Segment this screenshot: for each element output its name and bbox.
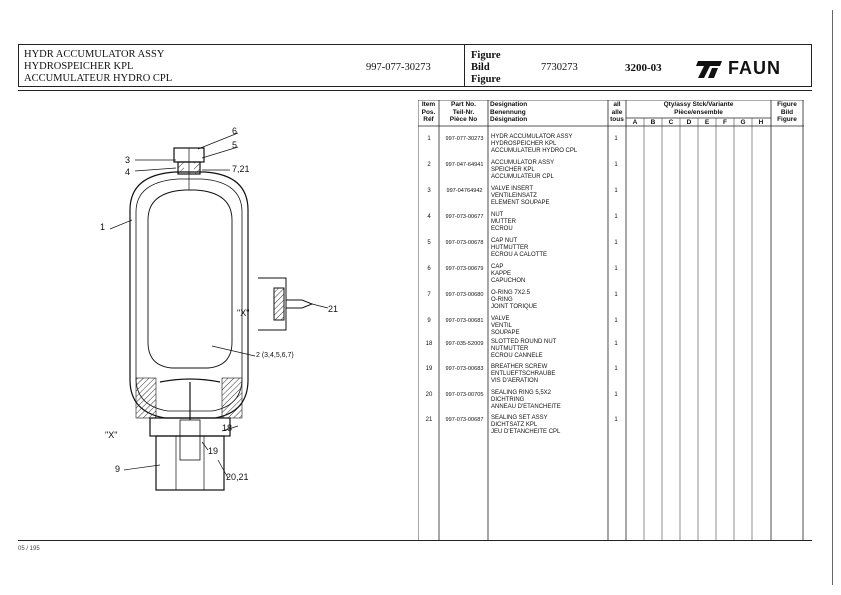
row-6-qty: 1 bbox=[614, 266, 618, 272]
header-part-number: 997-077-30273 bbox=[366, 62, 431, 73]
variant-col-g: G bbox=[740, 118, 746, 126]
row-5-part: 997-073-00678 bbox=[445, 240, 484, 246]
row-7-part: 997-073-00680 bbox=[445, 292, 484, 298]
row-2-part: 997-047-64941 bbox=[445, 162, 484, 168]
row-7-qty: 1 bbox=[614, 292, 618, 298]
row-12-item: 21 bbox=[425, 417, 433, 423]
variant-col-f: F bbox=[723, 118, 727, 126]
faun-logo-text: FAUN bbox=[728, 58, 781, 78]
title-en: HYDR ACCUMULATOR ASSY bbox=[24, 49, 165, 60]
callout-18: 18 bbox=[222, 423, 233, 433]
row-1-part: 997-077-30273 bbox=[445, 136, 484, 142]
row-10-part: 997-073-00683 bbox=[445, 366, 484, 372]
variant-col-c: C bbox=[668, 118, 674, 126]
callout-2: 2 (3,4,5,6,7) bbox=[256, 352, 294, 359]
callout-21: 21 bbox=[328, 304, 339, 314]
row-3-item: 3 bbox=[427, 188, 431, 194]
callout-19: 19 bbox=[208, 446, 219, 456]
row-2-item: 2 bbox=[427, 162, 431, 168]
variant-col-b: B bbox=[650, 118, 656, 126]
header-divider bbox=[464, 44, 465, 87]
parts-table-grid bbox=[418, 100, 804, 540]
row-3-part: 997-04764942 bbox=[446, 188, 483, 194]
row-9-item: 18 bbox=[425, 341, 433, 347]
row-12-part: 997-073-00687 bbox=[445, 417, 484, 423]
col-header-part: Part No.Teil-Nr.Pièce No bbox=[449, 101, 478, 123]
row-1-item: 1 bbox=[427, 136, 431, 142]
variant-col-e: E bbox=[704, 118, 710, 126]
header-top-border bbox=[18, 44, 812, 45]
callout-20-21: 20,21 bbox=[226, 472, 249, 482]
row-9-part: 997-035-52009 bbox=[445, 341, 484, 347]
variant-col-h: H bbox=[758, 118, 764, 126]
row-6-item: 6 bbox=[427, 266, 431, 272]
row-4-qty: 1 bbox=[614, 214, 618, 220]
scan-edge-line bbox=[832, 10, 833, 585]
figure-label-fr: Figure bbox=[471, 74, 501, 85]
header-left-border bbox=[18, 44, 19, 87]
row-8-part: 997-073-00681 bbox=[445, 318, 484, 324]
header-bottom-border bbox=[18, 86, 812, 87]
callout-x-section: "X" bbox=[105, 430, 118, 440]
figure-label-en: Figure bbox=[471, 50, 501, 61]
group-number: 3200-03 bbox=[625, 62, 662, 74]
title-fr: ACCUMULATEUR HYDRO CPL bbox=[24, 73, 173, 84]
figure-label-de: Bild bbox=[471, 62, 490, 73]
row-12-qty: 1 bbox=[614, 417, 618, 423]
variant-col-a: A bbox=[632, 118, 638, 126]
row-8-qty: 1 bbox=[614, 318, 618, 324]
row-5-qty: 1 bbox=[614, 240, 618, 246]
header-right-border bbox=[811, 44, 812, 87]
row-8-item: 9 bbox=[427, 318, 431, 324]
header-rule bbox=[18, 90, 812, 91]
callout-3: 3 bbox=[125, 155, 131, 165]
faun-logo-icon bbox=[696, 57, 724, 79]
row-3-qty: 1 bbox=[614, 188, 618, 194]
row-4-part: 997-073-00677 bbox=[445, 214, 484, 220]
row-5-item: 5 bbox=[427, 240, 431, 246]
title-de: HYDROSPEICHER KPL bbox=[24, 61, 134, 72]
callout-4: 4 bbox=[125, 167, 131, 177]
row-11-item: 20 bbox=[425, 392, 433, 398]
footer-rule bbox=[18, 540, 812, 541]
variant-col-d: D bbox=[686, 118, 692, 126]
bild-number: 7730273 bbox=[541, 62, 578, 73]
callout-5: 5 bbox=[232, 140, 238, 150]
row-7-item: 7 bbox=[427, 292, 431, 298]
row-11-part: 997-073-00705 bbox=[445, 392, 484, 398]
row-6-part: 997-073-00679 bbox=[445, 266, 484, 272]
row-11-qty: 1 bbox=[614, 392, 618, 398]
callout-7-21: 7,21 bbox=[232, 164, 250, 174]
row-10-item: 19 bbox=[425, 366, 433, 372]
callout-9: 9 bbox=[115, 464, 121, 474]
row-10-qty: 1 bbox=[614, 366, 618, 372]
row-2-qty: 1 bbox=[614, 162, 618, 168]
row-1-qty: 1 bbox=[614, 136, 618, 142]
row-4-item: 4 bbox=[427, 214, 431, 220]
row-9-qty: 1 bbox=[614, 341, 618, 347]
callout-6: 6 bbox=[232, 126, 238, 136]
accumulator-drawing bbox=[90, 120, 350, 500]
page-footer: 05 / 195 bbox=[18, 546, 40, 552]
callout-1: 1 bbox=[100, 222, 106, 232]
callout-x-detail: "X" bbox=[237, 308, 250, 318]
